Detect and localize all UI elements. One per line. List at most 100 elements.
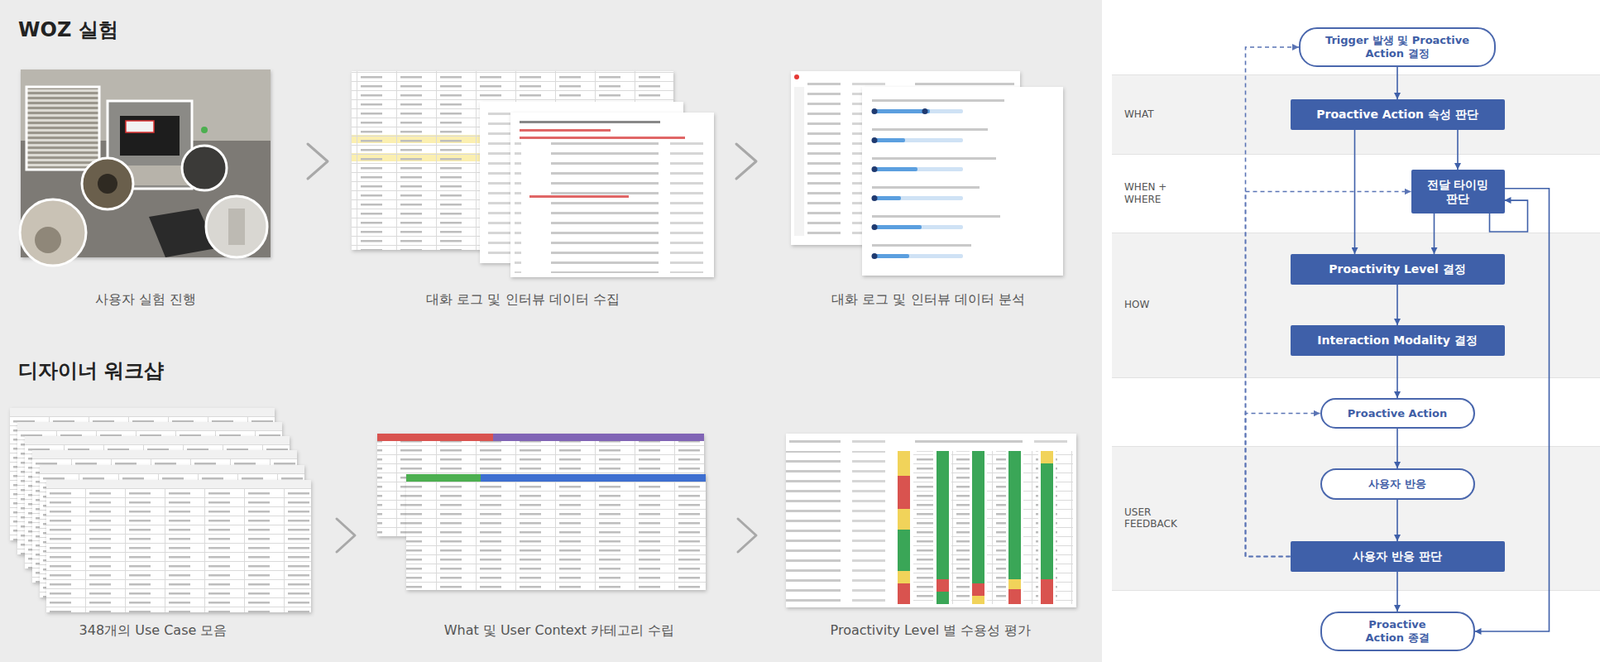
- text-lines: [514, 142, 710, 274]
- question-line: [871, 186, 980, 189]
- node-text: 사용자 반응: [1368, 477, 1427, 491]
- rating-cell: [1040, 463, 1054, 580]
- flow-arrow: [1396, 499, 1399, 542]
- flow-arrow: [1396, 355, 1399, 398]
- bar-fill: [871, 225, 922, 230]
- rating-cell: [972, 595, 985, 604]
- question-line: [871, 244, 972, 247]
- left-panel: [0, 0, 1102, 662]
- question-line: [871, 157, 997, 160]
- bar-dot: [871, 224, 878, 230]
- bar-fill: [871, 109, 930, 114]
- question-line: [871, 128, 988, 131]
- doc-heading: [519, 120, 661, 124]
- process-box: Proactivity Level 결정: [1290, 253, 1505, 285]
- text-lines: [986, 450, 1006, 604]
- window-inset: [26, 86, 100, 170]
- chevron: [336, 518, 355, 552]
- text-lines: [785, 450, 892, 604]
- bar-dot: [871, 253, 878, 259]
- node-text: Trigger 발생 및 Proactive Action 결정: [1325, 33, 1471, 60]
- bar-dot: [871, 195, 878, 202]
- chevron: [736, 143, 757, 179]
- bar-fill: [871, 196, 901, 201]
- inset-object: [228, 208, 245, 245]
- inset-object: [34, 226, 62, 254]
- rating-cell: [897, 450, 911, 476]
- bar-dot: [871, 108, 878, 115]
- red-text: [519, 136, 686, 139]
- bar-track: [871, 253, 963, 259]
- flow-arrow: [1354, 129, 1356, 254]
- swimlane-band: WHEN + WHERE: [1111, 153, 1600, 233]
- chevron: [737, 518, 757, 552]
- rating-cell: [897, 583, 911, 604]
- question-line: [871, 215, 1001, 218]
- node-text: WHEN + WHERE: [1124, 181, 1191, 206]
- rating-cell: [897, 475, 911, 509]
- step-caption: 사용자 실험 진행: [95, 291, 197, 309]
- feedback-arrow: [1245, 413, 1321, 557]
- detail-inset: [182, 145, 227, 191]
- flow-arrow: [1396, 571, 1399, 612]
- bar-dot: [922, 108, 929, 115]
- room-photo: [19, 69, 271, 266]
- log-sheets: [351, 71, 714, 278]
- eval-sheet: [785, 433, 1077, 608]
- text-lines: [951, 450, 970, 604]
- window-dot: [794, 74, 800, 80]
- step-caption: 348개의 Use Case 모음: [79, 622, 228, 640]
- rating-cell: [936, 450, 949, 580]
- rating-cell: [1008, 579, 1021, 590]
- flow-arrow: [1396, 428, 1399, 469]
- use-case-sheet: [46, 479, 312, 613]
- flow-arrow: [1433, 213, 1436, 254]
- node-text: Interaction Modality 결정: [1317, 333, 1477, 348]
- process-box: Proactive Action 속성 판단: [1290, 99, 1505, 130]
- step-caption: 대화 로그 및 인터뷰 데이터 분석: [831, 291, 1025, 309]
- node-text: WHAT: [1124, 108, 1155, 120]
- analysis-screens: [790, 71, 1064, 276]
- red-text: [529, 195, 629, 198]
- status-light: [201, 126, 208, 134]
- detail-inset: [81, 158, 134, 210]
- header-lines: [789, 436, 1071, 449]
- process-box: 전달 타이밍 판단: [1411, 169, 1505, 214]
- document-sheet: [510, 112, 714, 278]
- node-text: USER FEEDBACK: [1124, 506, 1191, 531]
- inset-object: [97, 173, 118, 194]
- rating-cell: [897, 570, 911, 584]
- feedback-arrow: [1245, 191, 1412, 557]
- monitor-screen: [125, 120, 154, 133]
- rating-cell: [972, 583, 985, 596]
- bar-track: [871, 167, 963, 172]
- header-strip: [377, 433, 494, 441]
- state-terminal: Proactive Action: [1320, 397, 1476, 429]
- process-box: 사용자 반응 판단: [1290, 541, 1505, 572]
- header-strip: [480, 474, 706, 482]
- rating-cell: [1040, 450, 1054, 464]
- band-divider: [1111, 75, 1600, 591]
- bar-track: [871, 138, 963, 143]
- rating-cell: [936, 579, 949, 592]
- node-text: HOW: [1124, 298, 1150, 311]
- evaluation-table: [785, 433, 1077, 608]
- bar-fill: [871, 253, 910, 259]
- node-text: 사용자 반응 판단: [1352, 549, 1442, 564]
- band-fill: [1111, 445, 1600, 590]
- band-fill: [1111, 74, 1600, 154]
- band-fill: [1111, 232, 1600, 378]
- category-tables: [377, 433, 706, 590]
- flow-arrow: [1456, 129, 1459, 170]
- text-lines: [1023, 450, 1039, 604]
- rating-cell: [936, 591, 949, 604]
- header-strip: [493, 433, 705, 441]
- section-title: WOZ 실험: [18, 16, 119, 44]
- bar-fill: [871, 167, 918, 172]
- node-text: Proactive Action: [1347, 407, 1447, 421]
- bar-fill: [871, 138, 906, 143]
- start-terminal: Trigger 발생 및 Proactive Action 결정: [1298, 27, 1496, 68]
- detail-inset: [205, 196, 268, 258]
- bar-dot: [871, 137, 878, 144]
- step-caption: Proactivity Level 별 수용성 평가: [830, 622, 1032, 640]
